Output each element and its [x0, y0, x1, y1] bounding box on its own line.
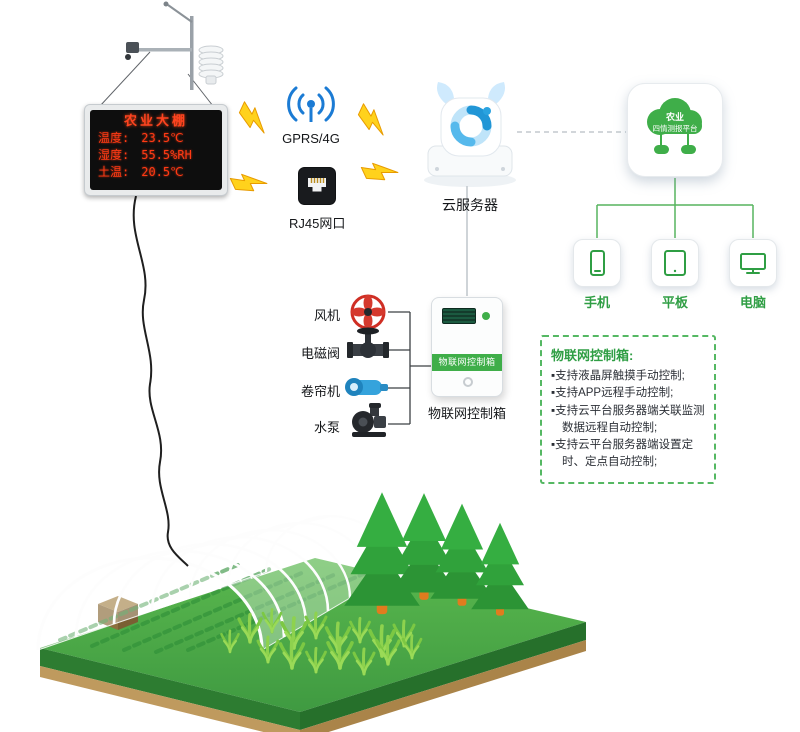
gprs-signal-icon	[287, 86, 335, 122]
bolt-icon	[360, 153, 399, 187]
actuator-label-roller-machine: 卷帘机	[300, 384, 340, 399]
water-pump-icon	[352, 403, 386, 437]
iot-controller-cabinet: 物联网控制箱	[431, 297, 503, 397]
computer-label: 电脑	[739, 295, 766, 310]
info-item: ▪支持云平台服务器端关联监测数据远程自动控制;	[551, 404, 705, 434]
platform-cloud-icon: 农业 四情测报平台	[647, 98, 702, 154]
controller-power-led	[482, 312, 490, 320]
controller-info-box: 物联网控制箱: ▪支持液晶屏触摸手动控制; ▪支持APP远程手动控制; ▪支持云…	[540, 335, 716, 484]
tablet-label: 平板	[661, 295, 688, 310]
roller-motor-icon	[345, 378, 388, 396]
cloud-server-label: 云服务器	[442, 197, 498, 213]
tablet-box	[651, 239, 699, 287]
controller-lcd-screen	[442, 308, 476, 324]
gprs-label: GPRS/4G	[282, 131, 340, 146]
actuator-label-solenoid-valve: 电磁阀	[300, 346, 340, 361]
rj45-port-icon	[298, 167, 336, 205]
actuator-label-water-pump: 水泵	[313, 420, 340, 435]
led-row-humidity: 湿度: 55.5%RH	[98, 147, 214, 164]
computer-icon	[740, 253, 766, 274]
cloud-platform-card: 农业 四情测报平台	[627, 83, 723, 177]
cloud-server-illustration	[424, 82, 516, 187]
led-humidity-label: 湿度:	[98, 148, 130, 162]
gprs-block: GPRS/4G	[280, 82, 342, 146]
led-title: 农业大棚	[123, 114, 188, 129]
info-item: ▪支持云平台服务器端设置定时、定点自动控制;	[551, 439, 694, 469]
led-humidity-value: 55.5%RH	[141, 148, 192, 162]
info-item: ▪支持APP远程手动控制;	[551, 387, 674, 400]
led-display-panel: 农业大棚 温度: 23.5℃ 湿度: 55.5%RH 土温: 20.5℃	[84, 104, 228, 196]
trees-illustration	[344, 492, 529, 616]
led-row-soil-temp: 土温: 20.5℃	[98, 164, 214, 181]
info-box-title: 物联网控制箱:	[551, 348, 634, 363]
bolt-icon	[235, 101, 274, 135]
bolt-icon	[229, 164, 268, 198]
weather-sensor-illustration	[99, 1, 224, 107]
actuator-label-fan: 风机	[313, 308, 340, 323]
phone-icon	[590, 250, 605, 276]
sensor-cable	[132, 195, 189, 567]
led-screen: 农业大棚 温度: 23.5℃ 湿度: 55.5%RH 土温: 20.5℃	[90, 110, 222, 190]
platform-name-line1: 农业	[665, 111, 684, 122]
terminal-tablet: 平板	[651, 239, 699, 311]
info-item: ▪支持液晶屏触摸手动控制;	[551, 370, 685, 382]
farm-scene-illustration	[36, 492, 586, 732]
controller-stripe-label: 物联网控制箱	[432, 354, 502, 371]
rj45-block: RJ45网口	[289, 166, 345, 232]
bolt-icon	[354, 103, 393, 137]
led-temperature-label: 温度:	[98, 131, 130, 145]
led-row-temperature: 温度: 23.5℃	[98, 130, 214, 147]
controller-lock-icon	[463, 377, 473, 387]
phone-box	[573, 239, 621, 287]
solenoid-valve-icon	[347, 327, 389, 358]
led-soil-temp-value: 20.5℃	[141, 165, 184, 179]
terminal-computer: 电脑	[729, 239, 777, 311]
radiation-shield-icon	[198, 45, 224, 85]
controller-caption: 物联网控制箱	[427, 406, 506, 421]
terminal-phone: 手机	[573, 239, 621, 311]
fan-icon	[350, 294, 386, 330]
led-temperature-value: 23.5℃	[141, 131, 184, 145]
connector-lines	[386, 131, 754, 425]
tablet-icon	[664, 250, 686, 276]
computer-box	[729, 239, 777, 287]
phone-label: 手机	[583, 295, 610, 310]
led-soil-temp-label: 土温:	[98, 165, 130, 179]
rj45-label: RJ45网口	[289, 216, 346, 231]
platform-name-line2: 四情测报平台	[653, 123, 698, 133]
